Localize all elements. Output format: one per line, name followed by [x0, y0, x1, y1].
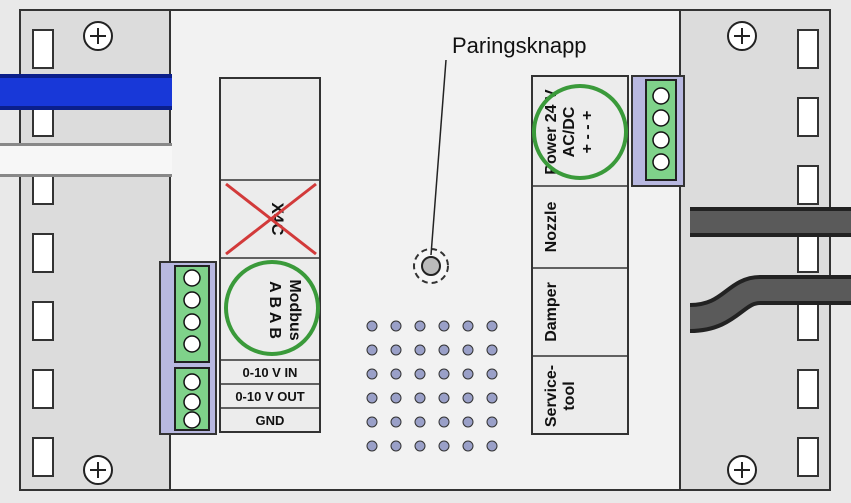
modbus-pins: A B A B: [266, 281, 283, 339]
row-0-10v-out: 0-10 V OUT: [235, 389, 304, 404]
cross-icon: [225, 182, 317, 256]
power-signs: + - - +: [579, 111, 596, 154]
row-gnd: GND: [256, 413, 285, 428]
vent-grid: [366, 320, 498, 452]
callout-label: Paringsknapp: [452, 33, 587, 58]
cables: [0, 74, 851, 333]
nozzle-label: Nozzle: [543, 202, 560, 253]
pairing-button: [413, 59, 449, 284]
row-0-10v-in: 0-10 V IN: [243, 365, 298, 380]
screw-icon: [83, 21, 757, 485]
damper-label: Damper: [543, 282, 560, 342]
modbus-title: Modbus: [286, 279, 303, 340]
right-terminal-block: [631, 75, 685, 187]
left-label-panel: [219, 77, 321, 433]
power-line1: Power 24 V: [543, 89, 560, 175]
modbus-highlight-circle: [224, 260, 320, 356]
left-terminal-block: [159, 261, 217, 435]
power-line2: AC/DC: [561, 106, 578, 157]
right-slots: [797, 29, 819, 477]
service-line2: tool: [561, 381, 578, 410]
power-highlight-circle: [532, 84, 628, 180]
right-label-panel: [531, 75, 629, 435]
service-line1: Service-: [543, 365, 560, 427]
